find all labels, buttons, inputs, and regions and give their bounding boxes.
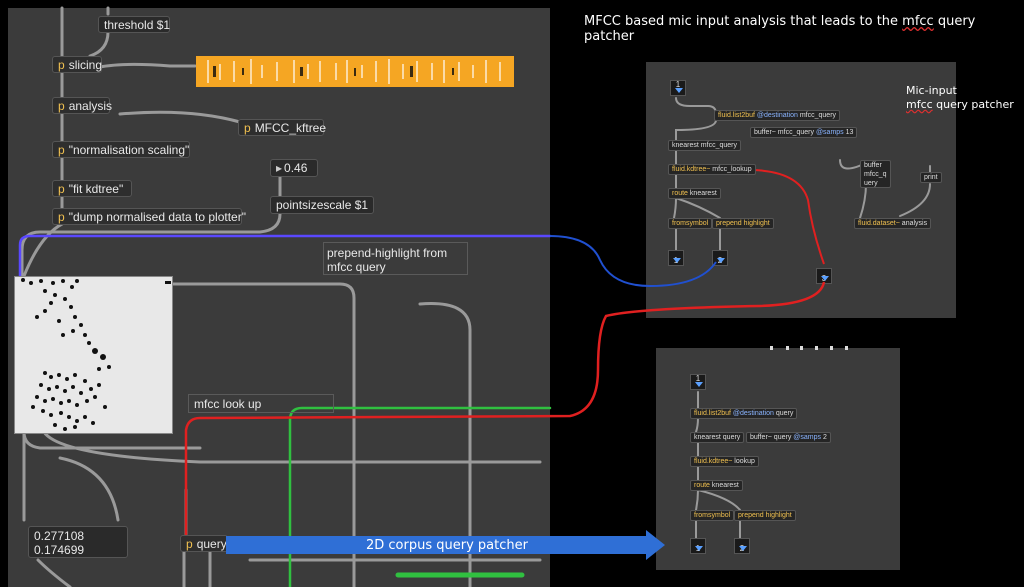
coord-x: 0.277108 (34, 529, 85, 543)
corpus-knearest[interactable]: knearest query (690, 432, 745, 443)
corpus-route[interactable]: route knearest (690, 480, 743, 491)
corpus-outlet-1[interactable]: 1 (690, 538, 706, 554)
prepend-comment-box (323, 242, 468, 275)
mic-list2buf[interactable]: fluid.list2buf @destination mfcc_query (714, 110, 841, 121)
mic-buffer-object[interactable]: buffer mfcc_q uery (860, 160, 891, 188)
threshold-message[interactable]: threshold $1 (98, 16, 170, 33)
waveform-display[interactable] (196, 56, 514, 87)
coord-y: 0.174699 (34, 543, 85, 557)
corpus-buffer[interactable]: buffer~ query @samps 2 (746, 432, 831, 443)
mic-outlet-1[interactable]: 1 (668, 250, 684, 266)
prepend-highlight-comment: prepend-highlight from mfcc query (327, 246, 448, 274)
pointsizescale-message[interactable]: pointsizescale $1 (270, 196, 374, 214)
mic-fromsymbol[interactable]: fromsymbol (668, 218, 713, 229)
plotter-points (21, 278, 171, 431)
waveform-slices (207, 59, 501, 84)
corpus-fromsymbol[interactable]: fromsymbol (690, 510, 735, 521)
corpus-prepend[interactable]: prepend highlight (734, 510, 796, 521)
2d-plotter[interactable] (14, 276, 173, 434)
mic-outlet-3[interactable]: 3 (816, 268, 832, 284)
coords-message[interactable]: 0.277108 0.174699 (28, 526, 128, 558)
fit-kdtree-subpatcher[interactable]: p"fit kdtree" (52, 180, 132, 197)
mic-prepend[interactable]: prepend highlight (712, 218, 774, 229)
mic-input-caption: Mic-input mfcc query patcher (906, 84, 1014, 111)
corpus-list2buf[interactable]: fluid.list2buf @destination query (690, 408, 798, 419)
mic-buffer[interactable]: buffer~ mfcc_query @samps 13 (750, 127, 858, 138)
mfcc-lookup-comment-box (188, 394, 334, 413)
mic-print[interactable]: print (920, 172, 942, 183)
mic-inlet-1[interactable]: 1 (670, 80, 686, 96)
mic-knearest[interactable]: knearest mfcc_query (668, 140, 741, 151)
normalisation-subpatcher[interactable]: p"normalisation scaling" (52, 141, 190, 158)
mic-kdtree[interactable]: fluid.kdtree~ mfcc_lookup (668, 164, 756, 175)
corpus-kdtree[interactable]: fluid.kdtree~ lookup (690, 456, 759, 467)
mfcc-lookup-comment: mfcc look up (194, 397, 262, 411)
dump-subpatcher[interactable]: p"dump normalised data to plotter" (52, 208, 246, 225)
mic-route[interactable]: route knearest (668, 188, 721, 199)
pointsize-number-box[interactable]: ▸0.46 (270, 159, 318, 177)
corpus-outlet-2[interactable]: 2 (734, 538, 750, 554)
corpus-inlet-1[interactable]: 1 (690, 374, 706, 390)
corpus-arrow-label: 2D corpus query patcher (366, 538, 528, 553)
top-caption: MFCC based mic input analysis that leads… (584, 14, 976, 44)
mic-dataset[interactable]: fluid.dataset~ analysis (854, 218, 932, 229)
corpus-arrow (226, 530, 665, 560)
